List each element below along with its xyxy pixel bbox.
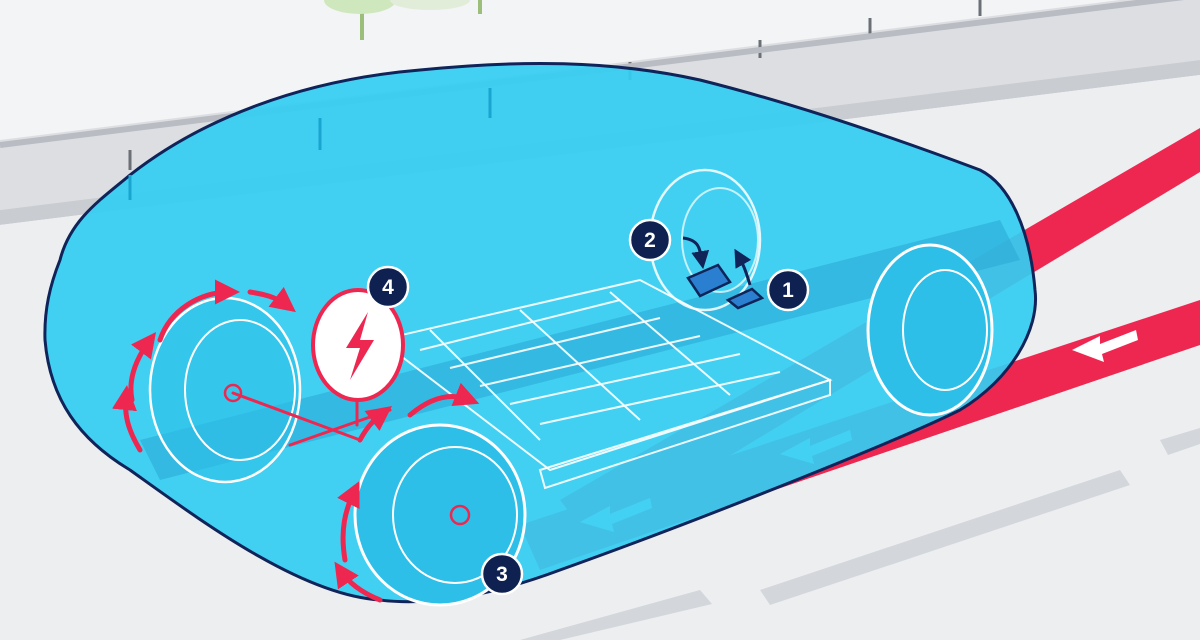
lane-marking <box>760 470 1130 605</box>
battery-pack <box>377 278 833 490</box>
callout-1: 1 <box>766 268 810 312</box>
callout-4: 4 <box>366 265 410 309</box>
callout-3: 3 <box>480 552 524 596</box>
wheel-front-left <box>148 296 302 484</box>
callout-2: 2 <box>628 218 672 262</box>
callout-1-label: 1 <box>782 279 794 302</box>
callout-4-label: 4 <box>382 276 394 299</box>
generator <box>311 288 405 402</box>
callout-3-label: 3 <box>496 563 508 586</box>
wheel-rear-left <box>353 423 527 607</box>
accelerator-pedal <box>725 287 765 310</box>
callout-2-label: 2 <box>644 229 656 252</box>
regen-torque-arrows <box>112 279 480 603</box>
wheel-rear-right <box>866 243 994 417</box>
tree <box>324 0 482 40</box>
pedals <box>682 236 765 310</box>
car-body <box>43 61 1038 604</box>
lightning-bolt-icon <box>346 312 374 380</box>
brake-pedal <box>686 263 732 298</box>
